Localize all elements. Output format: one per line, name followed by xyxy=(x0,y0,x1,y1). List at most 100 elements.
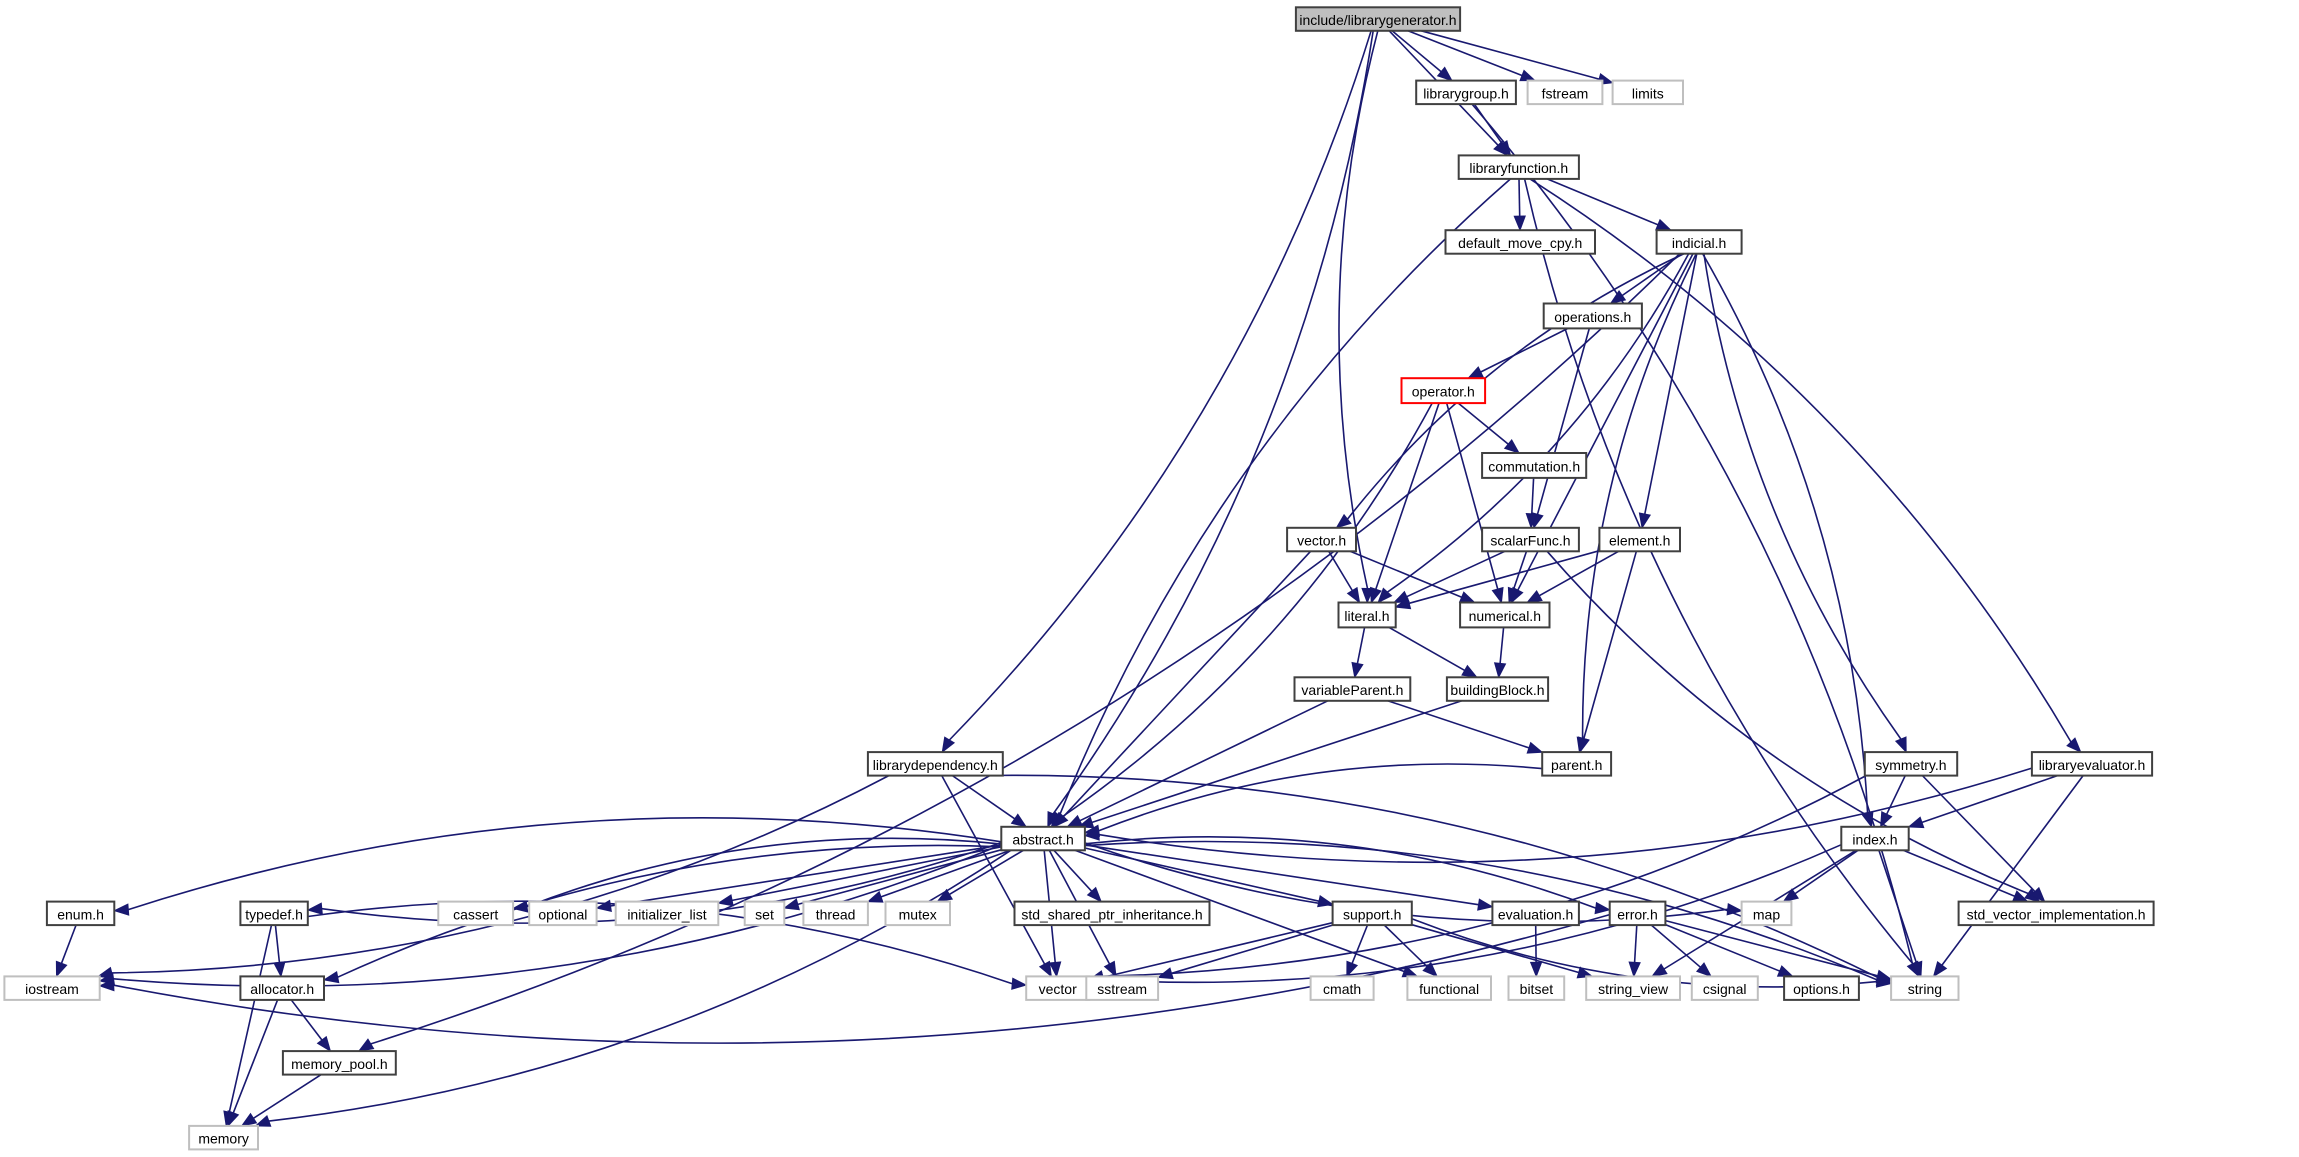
edge-error-to-options xyxy=(1665,923,1794,977)
edge-line xyxy=(1171,924,1334,975)
node-operator[interactable]: operator.h xyxy=(1400,377,1487,405)
node-label: initializer_list xyxy=(627,906,706,922)
node-label: operator.h xyxy=(1412,384,1475,400)
node-box xyxy=(1655,229,1743,255)
node-literal[interactable]: literal.h xyxy=(1337,601,1397,629)
edge-line xyxy=(1098,767,2033,864)
edge-evaluation-to-bitset xyxy=(1529,924,1543,978)
node-label: vector xyxy=(1039,981,1077,997)
edge-commutation-to-scalarFunc xyxy=(1525,477,1539,530)
edge-line xyxy=(1391,30,1442,73)
edge-element-to-literal xyxy=(1394,549,1600,610)
node-label: scalarFunc.h xyxy=(1490,533,1570,549)
arrowhead-icon xyxy=(1875,969,1893,982)
node-evaluation[interactable]: evaluation.h xyxy=(1491,900,1580,927)
node-box xyxy=(3,975,101,1001)
edge-line xyxy=(1058,178,1512,816)
node-element[interactable]: element.h xyxy=(1598,526,1682,553)
edge-line xyxy=(1703,253,1902,740)
node-label: cmath xyxy=(1323,981,1361,997)
edge-line xyxy=(1650,924,1701,968)
node-operations[interactable]: operations.h xyxy=(1542,302,1643,330)
node-indicial[interactable]: indicial.h xyxy=(1655,229,1743,255)
node-options[interactable]: options.h xyxy=(1783,975,1860,1001)
edge-line xyxy=(1921,774,2059,824)
node-box xyxy=(1507,975,1566,1001)
node-box xyxy=(1863,751,1959,777)
edge-indicial-to-index xyxy=(1701,253,1874,829)
node-support[interactable]: support.h xyxy=(1331,900,1413,927)
arrowhead-icon xyxy=(1038,960,1052,978)
edge-abstract-to-std_shared_ptr_inheritance xyxy=(1053,849,1103,903)
node-librarygroup[interactable]: librarygroup.h xyxy=(1415,79,1517,106)
arrowhead-icon xyxy=(782,898,800,911)
arrowhead-icon xyxy=(1053,811,1069,828)
arrowhead-icon xyxy=(1907,816,1925,829)
node-box xyxy=(866,751,1004,777)
node-librarygenerator[interactable]: include/librarygenerator.h xyxy=(1294,6,1462,32)
node-enum[interactable]: enum.h xyxy=(45,900,116,927)
node-box xyxy=(743,900,786,927)
node-vectorh[interactable]: vector.h xyxy=(1286,526,1357,553)
node-string: string xyxy=(1890,975,1960,1001)
edge-line xyxy=(1406,550,1506,598)
arrowhead-icon xyxy=(1377,587,1393,604)
edge-abstract-to-mutex xyxy=(936,849,1024,903)
node-label: parent.h xyxy=(1551,757,1602,773)
arrowhead-icon xyxy=(254,1115,272,1127)
node-librarydependency[interactable]: librarydependency.h xyxy=(866,751,1004,777)
node-symmetry[interactable]: symmetry.h xyxy=(1863,751,1959,777)
edge-librarydependency-to-vector xyxy=(940,775,1052,978)
node-label: vector.h xyxy=(1297,533,1346,549)
node-allocator[interactable]: allocator.h xyxy=(239,975,325,1001)
node-box xyxy=(1608,900,1667,927)
node-label: librarydependency.h xyxy=(873,757,998,773)
arrowhead-icon xyxy=(1346,960,1359,978)
node-default-move-cpy[interactable]: default_move_cpy.h xyxy=(1444,229,1596,255)
node-error[interactable]: error.h xyxy=(1608,900,1667,927)
arrowhead-icon xyxy=(1436,66,1453,82)
edge-line xyxy=(1665,919,1878,977)
arrowhead-icon xyxy=(55,960,68,978)
node-label: memory_pool.h xyxy=(291,1056,388,1072)
edge-indicial-to-symmetry xyxy=(1703,253,1907,754)
node-libraryfunction[interactable]: libraryfunction.h xyxy=(1457,154,1580,180)
node-libraryevaluator[interactable]: libraryevaluator.h xyxy=(2030,751,2154,777)
node-parent[interactable]: parent.h xyxy=(1541,751,1613,777)
edge-line xyxy=(1531,477,1535,514)
arrowhead-icon xyxy=(1335,513,1352,529)
node-box xyxy=(1783,975,1860,1001)
node-box xyxy=(1331,900,1413,927)
node-scalarFunc[interactable]: scalarFunc.h xyxy=(1481,526,1580,553)
node-numerical[interactable]: numerical.h xyxy=(1459,601,1551,629)
edge-line xyxy=(1529,178,2072,743)
node-variableParent[interactable]: variableParent.h xyxy=(1293,676,1412,702)
arrowhead-icon xyxy=(1782,888,1800,903)
node-std-vector-implementation[interactable]: std_vector_implementation.h xyxy=(1957,900,2155,927)
node-typedef[interactable]: typedef.h xyxy=(239,900,309,927)
edge-allocator-to-memory_pool xyxy=(290,999,332,1053)
arrowhead-icon xyxy=(1503,438,1521,454)
node-label: mutex xyxy=(899,906,937,922)
arrowhead-icon xyxy=(357,1038,375,1052)
edge-librarygenerator-to-literal xyxy=(1338,30,1379,604)
node-box xyxy=(437,900,515,927)
node-box xyxy=(1491,900,1580,927)
node-box xyxy=(2030,751,2154,777)
node-box xyxy=(1890,975,1960,1001)
node-index[interactable]: index.h xyxy=(1840,825,1910,852)
edge-line xyxy=(1644,253,1698,515)
node-buildingBlock[interactable]: buildingBlock.h xyxy=(1445,676,1550,702)
edge-buildingBlock-to-abstract xyxy=(1077,699,1463,829)
node-std-shared-ptr-inheritance[interactable]: std_shared_ptr_inheritance.h xyxy=(1013,900,1211,927)
arrowhead-icon xyxy=(316,1035,332,1053)
node-memory-pool[interactable]: memory_pool.h xyxy=(281,1050,397,1076)
arrowhead-icon xyxy=(1526,741,1544,754)
node-abstract[interactable]: abstract.h xyxy=(1000,825,1086,852)
node-commutation[interactable]: commutation.h xyxy=(1481,452,1588,479)
edge-line xyxy=(1338,30,1379,589)
node-label: string_view xyxy=(1598,981,1669,997)
edge-line xyxy=(797,849,1002,906)
arrowhead-icon xyxy=(716,894,734,907)
arrowhead-icon xyxy=(1513,215,1526,232)
